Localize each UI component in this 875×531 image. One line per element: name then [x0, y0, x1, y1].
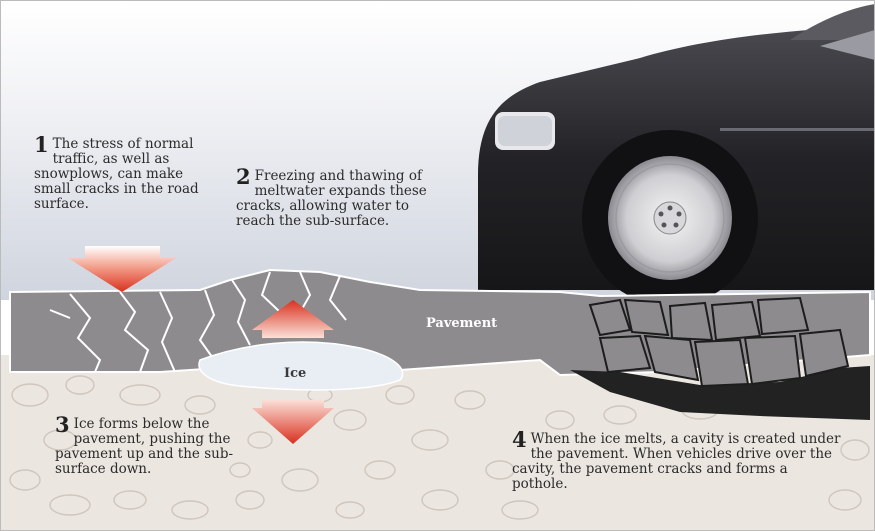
step-4-number: 4 [512, 430, 527, 450]
step-3-number: 3 [55, 415, 70, 435]
step-3-text: Ice forms below the pavement, pushing th… [55, 416, 233, 477]
pavement-label: Pavement [426, 316, 497, 331]
step-4-text: When the ice melts, a cavity is created … [512, 431, 840, 492]
ice-label: Ice [284, 366, 306, 381]
step-4-caption: 4 When the ice melts, a cavity is create… [512, 432, 842, 492]
step-2-caption: 2 Freezing and thawing of meltwater expa… [236, 169, 451, 229]
step-2-text: Freezing and thawing of meltwater expand… [236, 168, 427, 229]
step-3-caption: 3 Ice forms below the pavement, pushing … [55, 417, 255, 477]
step-2-number: 2 [236, 167, 251, 187]
step-1-caption: 1 The stress of normal traffic, as well … [34, 137, 209, 212]
step-1-text: The stress of normal traffic, as well as… [34, 136, 199, 212]
step-1-number: 1 [34, 135, 49, 155]
